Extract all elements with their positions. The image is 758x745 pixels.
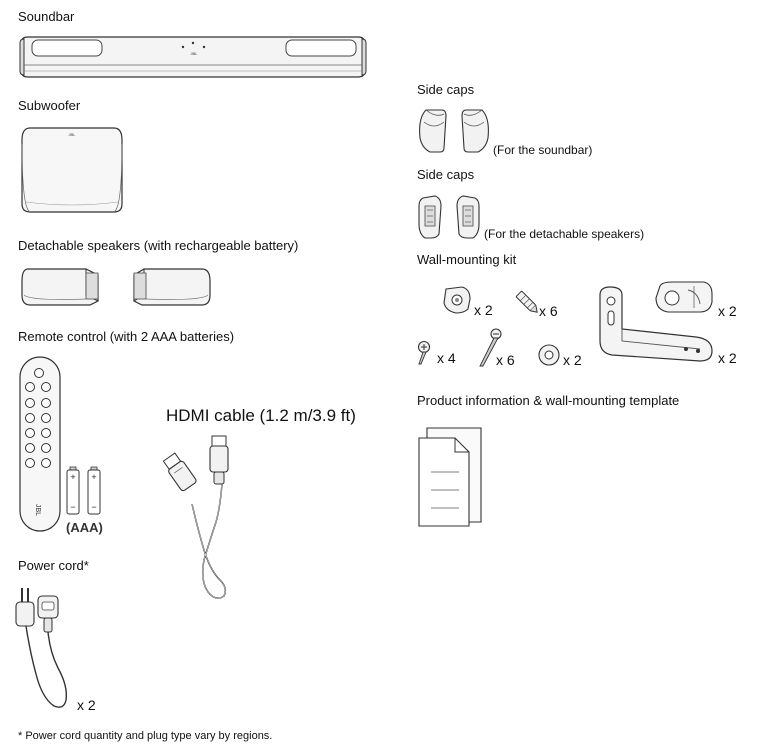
battery-minus-2: − bbox=[91, 502, 96, 512]
anchor-icon bbox=[442, 285, 472, 315]
soundbar-label: Soundbar bbox=[18, 9, 75, 24]
long-screw-quantity: x 6 bbox=[496, 352, 515, 368]
long-screw-icon bbox=[476, 328, 504, 368]
subwoofer-label: Subwoofer bbox=[18, 98, 81, 113]
washer-quantity: x 2 bbox=[563, 352, 582, 368]
side-cap-soundbar-left bbox=[418, 108, 448, 154]
dowel-quantity: x 6 bbox=[539, 303, 558, 319]
side-cap-speaker-right bbox=[455, 194, 481, 240]
power-cord-label: Power cord* bbox=[18, 558, 89, 573]
footnote: * Power cord quantity and plug type vary… bbox=[18, 730, 273, 742]
soundbar-logo: JBL bbox=[191, 51, 199, 56]
remote-control-label: Remote control (with 2 AAA batteries) bbox=[18, 329, 235, 344]
side-caps-soundbar-label: Side caps bbox=[417, 82, 475, 97]
side-caps-soundbar-note: (For the soundbar) bbox=[493, 143, 593, 157]
hdmi-cable-label: HDMI cable (1.2 m/3.9 ft) bbox=[166, 406, 356, 425]
side-cap-soundbar-right bbox=[460, 108, 490, 154]
bracket-clip-icon bbox=[654, 280, 714, 314]
power-cord-quantity: x 2 bbox=[77, 697, 96, 713]
detachable-speaker-right bbox=[130, 265, 212, 307]
soundbar-illustration: JBL bbox=[18, 35, 368, 79]
screw-quantity: x 4 bbox=[437, 350, 456, 366]
anchor-quantity: x 2 bbox=[474, 302, 493, 318]
bracket-bottom-quantity: x 2 bbox=[718, 350, 737, 366]
hdmi-cable-illustration bbox=[164, 430, 244, 602]
mounting-bracket-icon bbox=[596, 285, 714, 365]
battery-plus-1: + bbox=[70, 472, 75, 482]
remote-logo: JBL bbox=[34, 504, 41, 516]
side-cap-speaker-left bbox=[417, 194, 443, 240]
battery-plus-2: + bbox=[91, 472, 96, 482]
product-information-label: Product information & wall-mounting temp… bbox=[417, 393, 680, 408]
side-caps-speakers-label: Side caps bbox=[417, 167, 475, 182]
subwoofer-illustration: JBL bbox=[18, 124, 126, 216]
washer-icon bbox=[537, 343, 561, 367]
wall-mounting-kit-label: Wall-mounting kit bbox=[417, 252, 517, 267]
detachable-speaker-left bbox=[20, 265, 100, 307]
side-caps-speakers-note: (For the detachable speakers) bbox=[484, 227, 645, 241]
bracket-top-quantity: x 2 bbox=[718, 303, 737, 319]
aaa-batteries: + + − − bbox=[66, 466, 102, 516]
screw-icon bbox=[415, 340, 437, 366]
dowel-icon bbox=[516, 290, 540, 316]
detachable-speakers-label: Detachable speakers (with rechargeable b… bbox=[18, 238, 299, 253]
battery-type-label: (AAA) bbox=[66, 520, 103, 535]
battery-minus-1: − bbox=[70, 502, 75, 512]
document-icon bbox=[417, 426, 483, 528]
remote-control-illustration: JBL bbox=[18, 355, 62, 533]
power-cord-illustration bbox=[14, 582, 78, 712]
subwoofer-logo: JBL bbox=[69, 132, 77, 137]
